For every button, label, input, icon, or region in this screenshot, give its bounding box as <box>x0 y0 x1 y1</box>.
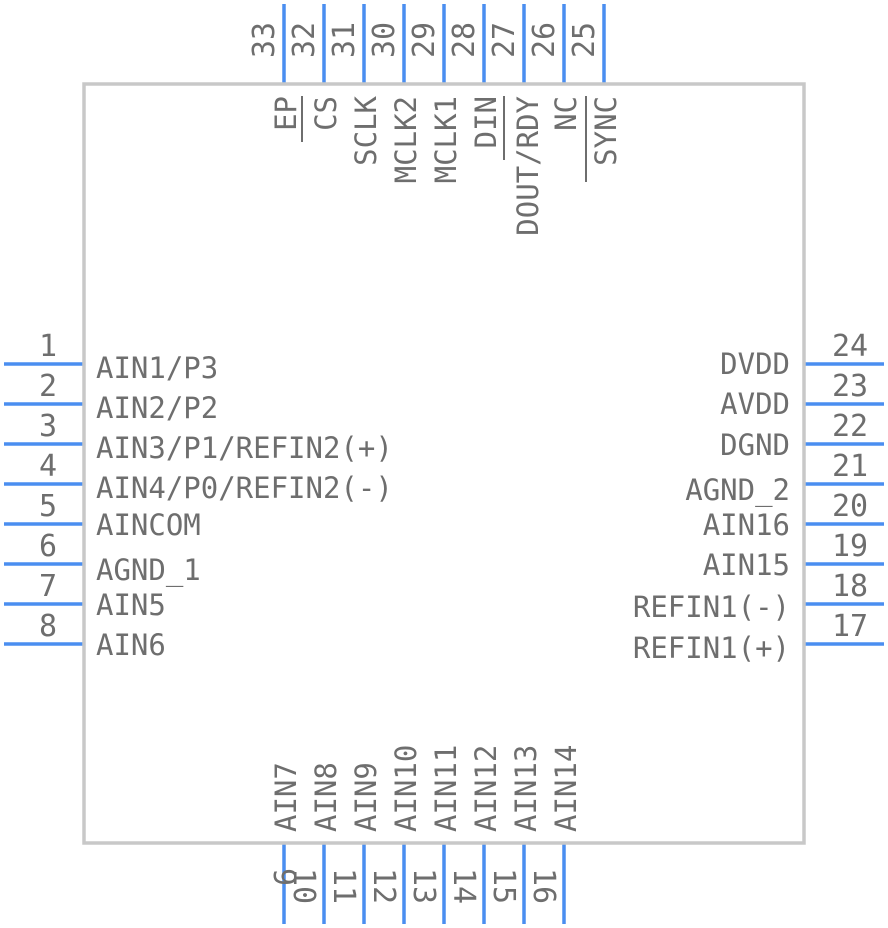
pin-label: AGND_1 <box>96 553 201 588</box>
pin-number: 13 <box>406 868 441 904</box>
pin-number: 12 <box>366 868 401 904</box>
pin-number: 4 <box>39 449 57 484</box>
pin-number: 11 <box>326 868 361 904</box>
pin-label: AIN1/P3 <box>96 351 218 385</box>
pin-label: AIN15 <box>703 548 790 582</box>
pin-number: 8 <box>39 609 57 644</box>
right-pins: 24 23 22 21 20 19 18 17 DVDD AVDD DGND A… <box>633 329 868 665</box>
pin-number: 30 <box>367 22 402 58</box>
pin-number: 29 <box>407 22 442 58</box>
pin-number: 16 <box>526 868 561 904</box>
pin-number: 28 <box>447 22 482 58</box>
bottom-pins: 9 10 11 12 13 14 15 16 AIN7 AIN8 AIN9 AI… <box>266 745 583 904</box>
pin-number: 23 <box>832 369 868 404</box>
pin-number: 24 <box>832 329 868 364</box>
pin-label: AIN14 <box>549 745 583 832</box>
top-pins: 33 32 31 30 29 28 27 26 25 EP CS SCLK MC… <box>247 22 623 236</box>
pin-label: MCLK2 <box>389 96 423 183</box>
component-body <box>82 82 806 845</box>
pin-number: 9 <box>266 868 301 886</box>
pin-number: 21 <box>832 449 868 484</box>
pin-label: NC <box>549 96 583 131</box>
pin-label: AINCOM <box>96 508 201 542</box>
pin-number: 25 <box>567 22 602 58</box>
pin-label: AIN7 <box>269 762 303 832</box>
pin-lines <box>4 4 884 924</box>
pin-number: 1 <box>39 329 57 364</box>
pin-label: MCLK1 <box>429 96 463 183</box>
pin-label: AIN4/P0/REFIN2(-) <box>96 471 393 505</box>
pin-label: AIN5 <box>96 588 166 622</box>
pin-number: 27 <box>487 22 522 58</box>
pin-number: 15 <box>486 868 521 904</box>
pin-label: AIN6 <box>96 628 166 662</box>
pin-label: AIN2/P2 <box>96 391 218 425</box>
pin-number: 33 <box>247 22 282 58</box>
pin-label: REFIN1(-) <box>633 590 790 624</box>
pin-number: 22 <box>832 409 868 444</box>
pin-label: SYNC <box>589 96 623 166</box>
pin-label: EP <box>269 96 303 131</box>
pin-number: 26 <box>527 22 562 58</box>
pin-label: AIN10 <box>389 745 423 832</box>
pin-number: 3 <box>39 409 57 444</box>
pin-number: 14 <box>446 868 481 904</box>
pin-number: 31 <box>327 22 362 58</box>
pin-label: AVDD <box>720 387 790 421</box>
pin-label: REFIN1(+) <box>633 631 790 665</box>
left-pins: 1 2 3 4 5 6 7 8 AIN1/P3 AIN2/P2 AIN3/P1/… <box>39 329 393 662</box>
pin-number: 7 <box>39 569 57 604</box>
pin-label: DGND <box>720 428 790 462</box>
pin-number: 19 <box>832 529 868 564</box>
pin-number: 32 <box>287 22 322 58</box>
pin-label: AGND_2 <box>685 473 790 508</box>
pin-number: 5 <box>39 489 57 524</box>
pin-label: AIN13 <box>509 745 543 832</box>
pin-number: 2 <box>39 369 57 404</box>
pin-label: CS <box>309 96 343 131</box>
pin-number: 17 <box>832 609 868 644</box>
pin-label: AIN3/P1/REFIN2(+) <box>96 431 393 465</box>
pin-number: 20 <box>832 489 868 524</box>
pin-label: SCLK <box>349 95 383 165</box>
pin-label: AIN11 <box>429 745 463 832</box>
pin-label: DIN <box>469 96 503 148</box>
pin-label: AIN8 <box>309 762 343 832</box>
pin-number: 6 <box>39 529 57 564</box>
pin-label: AIN12 <box>469 745 503 832</box>
pin-label: DOUT/RDY <box>511 96 545 236</box>
pin-number: 10 <box>286 868 321 904</box>
pin-label: DVDD <box>720 347 790 381</box>
pin-label: AIN16 <box>703 508 790 542</box>
pin-number: 18 <box>832 569 868 604</box>
pin-label: AIN9 <box>349 762 383 832</box>
